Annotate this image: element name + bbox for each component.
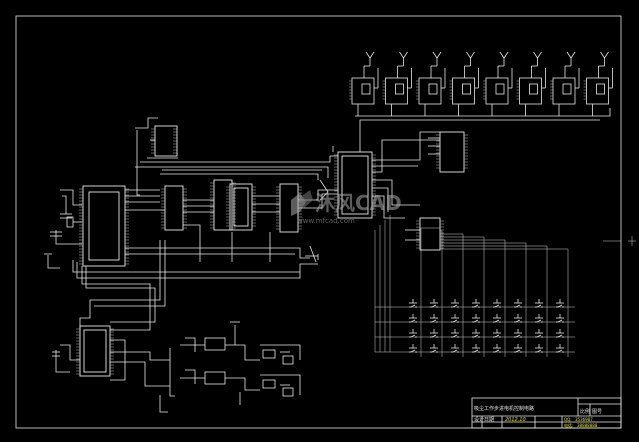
key-switch xyxy=(493,329,501,338)
qq-value: 3536987 xyxy=(575,417,593,422)
keypad-decoder-chip xyxy=(405,217,444,251)
key-switch xyxy=(556,329,564,338)
key-switch xyxy=(493,344,501,353)
date-value: 2012.10 xyxy=(505,417,526,423)
key-switch xyxy=(409,299,417,308)
key-switch xyxy=(451,314,459,323)
small-driver-chip xyxy=(135,117,178,196)
key-switch xyxy=(556,344,564,353)
key-switch xyxy=(472,344,480,353)
channel-driver-chip xyxy=(428,131,468,173)
output-channel xyxy=(382,51,412,116)
latch-chip-4 xyxy=(276,183,302,233)
key-switch xyxy=(409,314,417,323)
microcontroller-chip xyxy=(79,185,129,267)
key-switch xyxy=(472,314,480,323)
drawing-title: 吸尘工作步进电机控制电路 xyxy=(474,405,534,412)
key-switch xyxy=(451,329,459,338)
decoder-chip xyxy=(319,146,376,219)
drawing-frame xyxy=(15,15,622,429)
key-switch xyxy=(556,314,564,323)
key-switch xyxy=(535,299,543,308)
key-switch xyxy=(430,314,438,323)
watermark-brand: 沐风CAD xyxy=(315,191,402,215)
key-switch xyxy=(535,344,543,353)
key-switch xyxy=(430,299,438,308)
tel-value: 38888888 xyxy=(577,423,598,428)
key-switch xyxy=(472,299,480,308)
label-drawing-no: 图号 xyxy=(592,409,602,415)
channel-bus xyxy=(359,119,600,219)
key-switch xyxy=(430,344,438,353)
motor-driver-stage xyxy=(110,321,301,413)
frame-edge-marks xyxy=(603,236,636,246)
label-designer: 设计 xyxy=(474,416,484,423)
key-switch xyxy=(535,329,543,338)
driver-controller-chip xyxy=(52,325,126,381)
key-switch xyxy=(493,299,501,308)
watermark: 沐风CAD www.mfcad.com xyxy=(291,190,402,225)
label-date: 日期 xyxy=(484,417,494,423)
output-channel xyxy=(416,51,446,116)
output-channel xyxy=(516,51,546,116)
output-channel-array xyxy=(349,51,613,117)
watermark-url: www.mfcad.com xyxy=(297,217,355,225)
key-switch xyxy=(493,314,501,323)
key-switch xyxy=(514,299,522,308)
key-switch xyxy=(409,344,417,353)
key-switch xyxy=(514,344,522,353)
key-switch xyxy=(430,329,438,338)
key-switch xyxy=(451,299,459,308)
key-switch xyxy=(472,329,480,338)
output-channel xyxy=(483,51,513,116)
key-switch xyxy=(451,344,459,353)
key-switch xyxy=(514,314,522,323)
label-scale: 比例 xyxy=(580,408,590,415)
mfcad-logo-icon xyxy=(291,190,313,216)
title-block: 吸尘工作步进电机控制电路 比例 图号 设计 日期 2012.10 QQ: 353… xyxy=(471,397,622,429)
key-switch xyxy=(409,329,417,338)
data-bus xyxy=(125,155,338,213)
keypad-matrix xyxy=(374,215,575,357)
output-channel xyxy=(550,51,580,116)
latch-chip-3 xyxy=(226,183,256,231)
latch-chip-2 xyxy=(210,179,236,231)
output-channel xyxy=(583,51,613,116)
clock-reset-circuit xyxy=(44,189,82,269)
output-channel xyxy=(349,51,379,116)
key-switch xyxy=(556,299,564,308)
key-switch xyxy=(514,329,522,338)
qq-label: QQ: xyxy=(564,417,572,422)
tel-label: 电话: xyxy=(564,422,573,428)
key-switch xyxy=(535,314,543,323)
latch-chip-1 xyxy=(161,185,187,231)
output-channel xyxy=(449,51,479,116)
control-bus xyxy=(72,224,319,331)
